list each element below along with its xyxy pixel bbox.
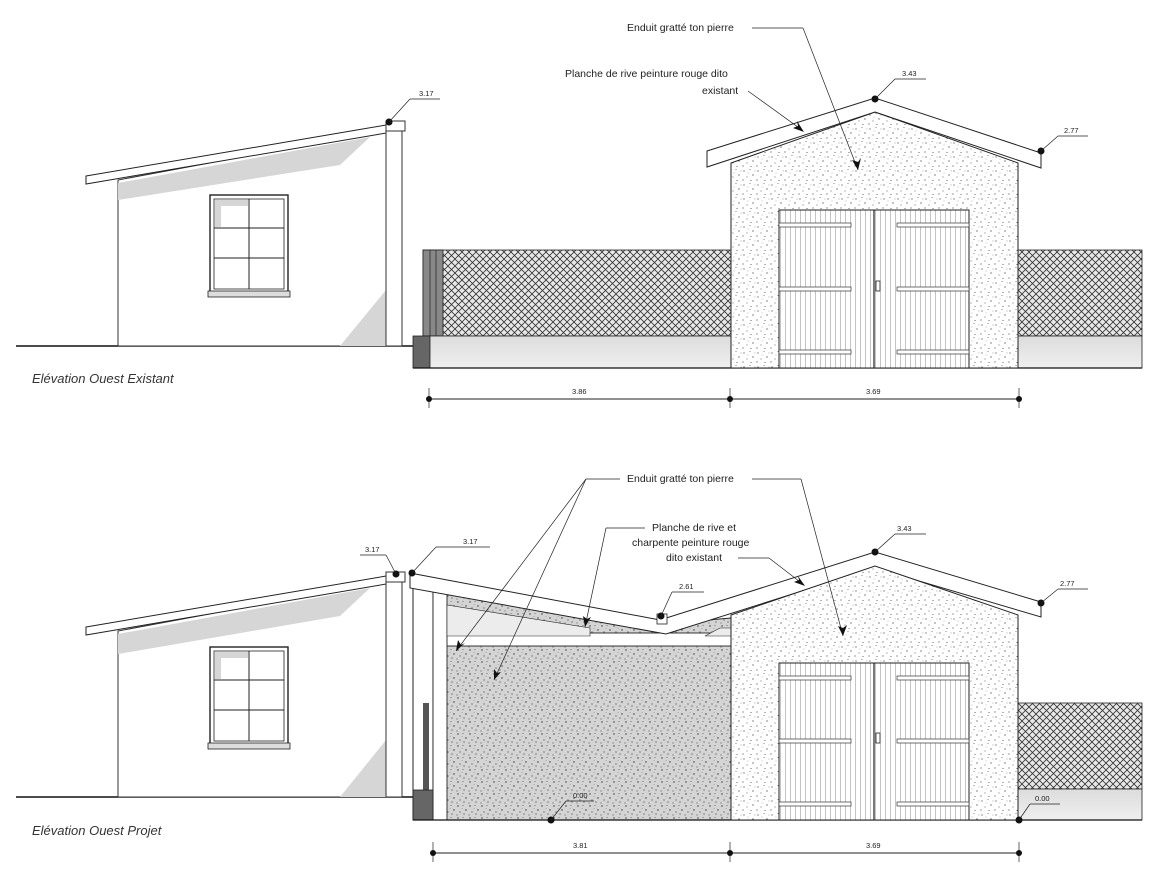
level-label: 2.61 (679, 582, 694, 591)
level-marker-right-eave: 2.77 (1037, 126, 1088, 155)
annotation-planche: Planche de rive peinture rouge dito exis… (565, 68, 804, 132)
level-label: 3.43 (902, 69, 917, 78)
dimension-label: 3.69 (866, 387, 881, 396)
garage-door (778, 662, 970, 821)
annotation-enduit: Enduit gratté ton pierre (455, 473, 847, 681)
window (207, 646, 291, 750)
elevation-project: 3.17 3.17 2.61 3.43 2.77 (16, 473, 1143, 862)
annotation-planche: Planche de rive et charpente peinture ro… (583, 522, 805, 628)
level-marker-left-house: 3.17 (360, 545, 400, 578)
fence-right (1017, 702, 1143, 821)
annotation-text: dito existant (666, 552, 722, 564)
elevation-existing: 3.17 3.43 2.77 Enduit gratté ton pierre … (16, 22, 1143, 408)
left-house (85, 120, 406, 347)
level-marker-valley: 2.61 (657, 582, 704, 620)
level-marker-carport-high: 3.17 (408, 537, 490, 577)
caption-existing: Elévation Ouest Existant (32, 371, 175, 386)
level-marker-ridge: 3.43 (871, 69, 926, 103)
dimension-line-existing: 3.86 3.69 (426, 387, 1022, 408)
left-house (85, 571, 406, 798)
dimension-line-project: 3.81 3.69 (430, 841, 1022, 862)
dimension-label: 3.69 (866, 841, 881, 850)
caption-project: Elévation Ouest Projet (32, 823, 163, 838)
carport-extension (409, 551, 1042, 821)
level-marker-right-eave: 2.77 (1037, 579, 1088, 607)
level-label: 3.43 (897, 524, 912, 533)
level-marker-ground-right: 0.00 (1015, 794, 1060, 824)
annotation-text: charpente peinture rouge (632, 537, 749, 549)
level-label: 3.17 (463, 537, 478, 546)
window (207, 194, 291, 298)
level-label: 2.77 (1064, 126, 1079, 135)
level-label: 3.17 (365, 545, 380, 554)
level-label: 0.00 (1035, 794, 1050, 803)
annotation-enduit: Enduit gratté ton pierre (627, 22, 861, 171)
level-marker-left-house: 3.17 (385, 89, 440, 126)
level-marker-ridge: 3.43 (871, 524, 926, 556)
annotation-text: Planche de rive et (652, 522, 736, 534)
dimension-label: 3.81 (573, 841, 588, 850)
level-label: 3.17 (419, 89, 434, 98)
level-marker-ground-carport: 0.00 (547, 791, 594, 824)
garage (706, 97, 1042, 369)
annotation-text: existant (702, 85, 738, 97)
annotation-text: Enduit gratté ton pierre (627, 22, 734, 34)
level-label: 2.77 (1060, 579, 1075, 588)
garage-door (778, 209, 970, 369)
level-label: 0.00 (573, 791, 588, 800)
dimension-label: 3.86 (572, 387, 587, 396)
annotation-text: Planche de rive peinture rouge dito (565, 68, 728, 80)
garage (730, 565, 1019, 821)
fence (412, 249, 1143, 369)
annotation-text: Enduit gratté ton pierre (627, 473, 734, 485)
